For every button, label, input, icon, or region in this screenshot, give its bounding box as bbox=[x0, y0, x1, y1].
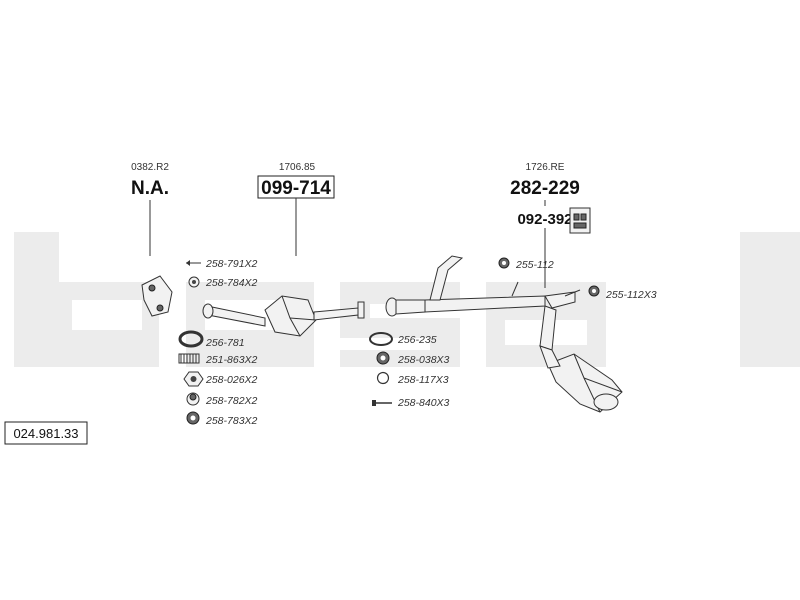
left-parts-list: 258-791X2 258-784X2 256-781 251-863X2 25… bbox=[178, 258, 258, 427]
callout-number-3: 282-229 bbox=[510, 178, 580, 199]
part-label: 258-783X2 bbox=[205, 415, 258, 427]
middle-parts-list: 256-235 258-038X3 258-117X3 258-840X3 bbox=[369, 332, 450, 409]
catalog-number-box bbox=[4, 421, 88, 445]
part-label: 258-026X2 bbox=[205, 374, 258, 386]
hex-nut-icon bbox=[183, 371, 204, 387]
mount-part-number: 092-392 bbox=[517, 211, 572, 228]
catalytic-converter-icon bbox=[202, 295, 365, 337]
nut-icon bbox=[188, 276, 200, 288]
rubber-hanger-icon bbox=[498, 257, 510, 269]
rear-parts-list: 255-112 255-112X3 bbox=[498, 257, 657, 301]
part-label: 255-112X3 bbox=[605, 289, 657, 301]
callout-ref-2: 1706.85 bbox=[279, 162, 316, 173]
part-label: 258-840X3 bbox=[397, 397, 450, 409]
callout-number-1: N.A. bbox=[131, 178, 169, 199]
spring-icon bbox=[178, 353, 200, 364]
washer-icon bbox=[376, 371, 390, 385]
rubber-mount-icon bbox=[569, 207, 591, 234]
middle-pipe-icon bbox=[385, 255, 581, 351]
bolt-icon bbox=[372, 400, 392, 406]
callout-ref-3: 1726.RE bbox=[526, 162, 565, 173]
part-label: 256-781 bbox=[205, 337, 245, 349]
washer-icon bbox=[186, 411, 200, 425]
bolt-icon bbox=[186, 392, 200, 406]
gasket-ring-icon bbox=[178, 330, 204, 348]
catalog-number: 024.981.33 bbox=[13, 426, 78, 441]
rear-silencer-icon bbox=[539, 345, 623, 413]
part-label: 256-235 bbox=[397, 334, 437, 346]
part-label: 258-784X2 bbox=[205, 277, 258, 289]
part-label: 258-791X2 bbox=[205, 258, 258, 270]
gasket-ring-icon bbox=[369, 332, 393, 346]
part-label: 251-863X2 bbox=[205, 354, 258, 366]
lock-nut-icon bbox=[376, 351, 390, 365]
part-label: 258-782X2 bbox=[205, 395, 258, 407]
front-flange-icon bbox=[141, 275, 173, 317]
callout-number-2: 099-714 bbox=[261, 178, 331, 199]
part-label: 258-038X3 bbox=[397, 354, 450, 366]
part-label: 255-112 bbox=[515, 259, 554, 271]
clamp-icon bbox=[186, 260, 201, 266]
rubber-hanger-icon bbox=[588, 285, 600, 297]
part-label: 258-117X3 bbox=[397, 374, 449, 386]
callout-ref-1: 0382.R2 bbox=[131, 162, 169, 173]
